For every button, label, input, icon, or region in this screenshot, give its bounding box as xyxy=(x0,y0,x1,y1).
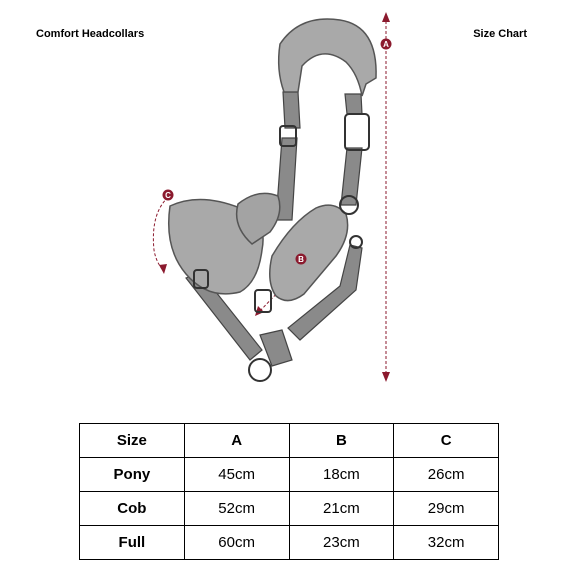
ring-side xyxy=(349,235,363,249)
buckle-nose xyxy=(254,289,272,313)
crown-fleece xyxy=(277,18,377,97)
table-row: Cob 52cm 21cm 29cm xyxy=(79,491,499,526)
table-row: Full 60cm 23cm 32cm xyxy=(79,525,499,560)
cell-b: 23cm xyxy=(288,525,395,560)
buckle-left xyxy=(279,125,297,147)
table-row: Pony 45cm 18cm 26cm xyxy=(79,457,499,492)
size-chart-label: Size Chart xyxy=(473,28,527,40)
svg-text:B: B xyxy=(298,255,304,264)
header-size: Size xyxy=(79,423,185,458)
buckle-right xyxy=(344,113,370,151)
noseband-fleece-upper xyxy=(235,192,281,245)
cell-a: 60cm xyxy=(183,525,290,560)
cell-c: 26cm xyxy=(393,457,499,492)
page-title: Comfort Headcollars xyxy=(36,28,145,40)
ring-top-right xyxy=(339,195,359,215)
row-size: Cob xyxy=(79,491,185,526)
marker-b: B xyxy=(295,253,307,265)
row-size: Full xyxy=(79,525,185,560)
cell-c: 29cm xyxy=(393,491,499,526)
size-table-container: Size A B C Pony 45cm 18cm 26cm Cob 52cm … xyxy=(79,423,499,560)
cell-c: 32cm xyxy=(393,525,499,560)
header-b: B xyxy=(288,423,395,458)
cell-b: 18cm xyxy=(288,457,395,492)
cell-a: 45cm xyxy=(183,457,290,492)
svg-text:A: A xyxy=(383,40,389,49)
marker-a: A xyxy=(380,38,392,50)
buckle-side xyxy=(193,269,209,289)
marker-c: C xyxy=(162,189,174,201)
noseband-fleece-front xyxy=(269,204,349,302)
headcollar-illustration: A B C xyxy=(152,12,392,382)
table-header-row: Size A B C xyxy=(79,423,499,458)
ring-chin xyxy=(248,358,272,382)
header-c: C xyxy=(393,423,499,458)
cell-a: 52cm xyxy=(183,491,290,526)
measure-line-c xyxy=(152,193,173,274)
size-table: Size A B C Pony 45cm 18cm 26cm Cob 52cm … xyxy=(79,423,499,560)
header-a: A xyxy=(183,423,290,458)
row-size: Pony xyxy=(79,457,185,492)
measure-line-a xyxy=(382,12,390,382)
svg-text:C: C xyxy=(165,191,171,200)
cell-b: 21cm xyxy=(288,491,395,526)
